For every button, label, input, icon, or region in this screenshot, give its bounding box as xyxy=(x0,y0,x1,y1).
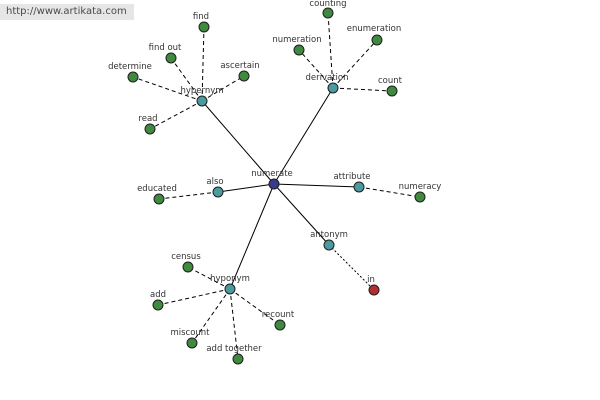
leaf-node-numeration[interactable] xyxy=(293,44,305,56)
leaf-node-find-out[interactable] xyxy=(165,52,177,64)
leaf-node-recount[interactable] xyxy=(274,319,286,331)
leaf-label-find: find xyxy=(193,12,209,22)
watermark-link[interactable]: http://www.artikata.com xyxy=(0,4,134,20)
edges xyxy=(132,12,421,360)
relation-label-attribute: attribute xyxy=(333,172,370,182)
edge-center-also xyxy=(217,183,275,193)
leaf-label-add-together: add together xyxy=(206,344,262,354)
edge-center-hyponym xyxy=(229,183,275,290)
relation-node-antonym[interactable] xyxy=(323,239,335,251)
leaf-node-add[interactable] xyxy=(152,299,164,311)
edge-derivation-enumeration xyxy=(332,39,378,89)
leaf-node-determine[interactable] xyxy=(127,71,139,83)
edge-hyponym-census xyxy=(187,266,231,290)
leaf-label-determine: determine xyxy=(108,62,152,72)
nodes xyxy=(127,7,426,365)
leaf-label-census: census xyxy=(171,252,201,262)
center-label: numerate xyxy=(251,169,293,179)
relation-node-attribute[interactable] xyxy=(353,181,365,193)
leaf-node-counting[interactable] xyxy=(322,7,334,19)
edge-hypernym-find xyxy=(201,26,205,102)
leaf-node-ascertain[interactable] xyxy=(238,70,250,82)
leaf-node-count[interactable] xyxy=(386,85,398,97)
leaf-label-numeration: numeration xyxy=(272,35,321,45)
leaf-node-in[interactable] xyxy=(368,284,380,296)
leaf-label-numeracy: numeracy xyxy=(399,182,442,192)
leaf-node-miscount[interactable] xyxy=(186,337,198,349)
leaf-label-counting: counting xyxy=(309,0,346,9)
leaf-node-add-together[interactable] xyxy=(232,353,244,365)
labels: numerate hypernym find find out ascertain det… xyxy=(108,0,441,354)
leaf-label-educated: educated xyxy=(137,184,177,194)
edge-center-antonym xyxy=(273,183,330,246)
leaf-node-census[interactable] xyxy=(182,261,194,273)
edge-hyponym-add-together xyxy=(229,288,239,360)
edge-hyponym-recount xyxy=(229,288,281,326)
leaf-label-enumeration: enumeration xyxy=(347,24,402,34)
edge-also-educated xyxy=(158,191,219,200)
edge-derivation-count xyxy=(332,87,393,92)
leaf-node-educated[interactable] xyxy=(153,193,165,205)
leaf-label-add: add xyxy=(150,290,166,300)
edge-hypernym-read xyxy=(149,100,203,130)
edge-center-hypernym xyxy=(201,100,275,185)
edge-derivation-numeration xyxy=(298,49,334,89)
edge-hypernym-ascertain xyxy=(201,75,245,102)
edge-attribute-numeracy xyxy=(358,186,421,198)
relation-node-derivation[interactable] xyxy=(327,82,339,94)
leaf-node-read[interactable] xyxy=(144,123,156,135)
relation-label-hypernym: hypernym xyxy=(180,86,223,96)
leaf-node-enumeration[interactable] xyxy=(371,34,383,46)
leaf-node-numeracy[interactable] xyxy=(414,191,426,203)
leaf-label-miscount: miscount xyxy=(170,328,210,338)
leaf-label-in: in xyxy=(367,275,375,285)
leaf-label-ascertain: ascertain xyxy=(220,61,259,71)
leaf-label-read: read xyxy=(138,114,157,124)
leaf-label-find-out: find out xyxy=(149,43,182,53)
relation-label-hyponym: hyponym xyxy=(210,274,250,284)
edge-hypernym-determine xyxy=(132,76,203,102)
relation-label-derivation: derivation xyxy=(305,73,348,83)
relation-label-also: also xyxy=(206,177,223,187)
relation-node-also[interactable] xyxy=(212,186,224,198)
leaf-label-recount: recount xyxy=(262,310,295,320)
edge-antonym-in xyxy=(328,244,375,291)
center-node-numerate[interactable] xyxy=(268,178,280,190)
edge-center-derivation xyxy=(273,87,334,185)
leaf-node-find[interactable] xyxy=(198,21,210,33)
leaf-label-count: count xyxy=(378,76,403,86)
relation-label-antonym: antonym xyxy=(310,230,348,240)
edge-hypernym-find-out xyxy=(170,57,203,102)
edge-center-attribute xyxy=(273,183,360,188)
relation-node-hypernym[interactable] xyxy=(196,95,208,107)
relation-node-hyponym[interactable] xyxy=(224,283,236,295)
edge-hyponym-add xyxy=(157,288,231,306)
edge-derivation-counting xyxy=(327,12,334,89)
